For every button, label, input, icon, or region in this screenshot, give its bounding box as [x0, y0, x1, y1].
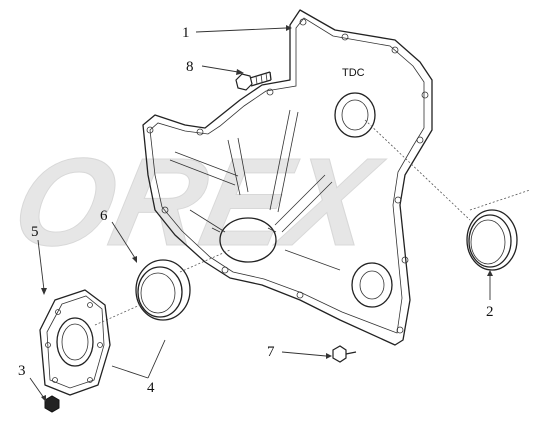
- leader-5-arrow: [41, 288, 47, 295]
- callout-4: 4: [147, 380, 155, 396]
- cover-rib: [174, 151, 239, 177]
- nut-body: [44, 395, 60, 413]
- leader-8-arrow: [236, 69, 244, 75]
- carrier-hole: [52, 377, 58, 383]
- carrier-hole: [97, 342, 103, 348]
- callout-3: 3: [18, 363, 26, 379]
- seal-outer: [135, 259, 191, 321]
- leader-3: [29, 377, 45, 399]
- cover-outer-edge: [142, 9, 433, 346]
- bolt-hole: [221, 266, 229, 274]
- cover-inner-flange: [149, 17, 425, 334]
- bolt-hole: [299, 18, 307, 26]
- cover-rib: [277, 111, 299, 213]
- bolt-shank: [345, 351, 357, 355]
- bolt-hole: [396, 326, 404, 334]
- bolt-hole: [416, 136, 424, 144]
- upper-seal-bore-inner: [341, 99, 369, 131]
- seal-ring-inner: [470, 219, 506, 265]
- leader-1-arrow: [286, 25, 292, 31]
- lower-boss: [351, 262, 393, 308]
- bolt-hole: [196, 128, 204, 136]
- leader-1: [195, 27, 287, 33]
- lower-boss-inner: [359, 270, 385, 300]
- assembly-line: [179, 249, 231, 273]
- leader-7: [281, 351, 327, 357]
- crankshaft-opening: [219, 217, 277, 263]
- tdc-label: TDC: [342, 67, 365, 79]
- leader-4: [111, 339, 166, 379]
- seal-carrier: [39, 289, 111, 396]
- bolt-head: [332, 345, 347, 363]
- leader-5: [37, 239, 45, 291]
- cover-rib: [274, 174, 326, 226]
- leader-6-arrow: [132, 256, 137, 263]
- carrier-hole: [55, 309, 61, 315]
- bolt-hole: [266, 88, 274, 96]
- seal-mid: [137, 266, 183, 318]
- carrier-face: [46, 295, 105, 389]
- gear-cover: TDC: [142, 9, 433, 346]
- bolt-hole: [394, 196, 402, 204]
- dowel-pin: [211, 227, 221, 233]
- assembly-line: [469, 189, 531, 211]
- seal-inner: [140, 272, 176, 314]
- upper-seal-bore: [334, 92, 376, 138]
- leader-3-arrow: [41, 395, 46, 402]
- seal-ring-right: [364, 119, 531, 271]
- bolt-hole: [391, 46, 399, 54]
- bolt-thread: [255, 75, 258, 85]
- callout-6: 6: [100, 208, 108, 224]
- nut: [44, 395, 60, 413]
- bolt-upper: [235, 71, 272, 91]
- callout-7: 7: [267, 344, 275, 360]
- callout-2: 2: [486, 304, 494, 320]
- dowel-pin: [267, 227, 277, 233]
- leader-8: [201, 65, 239, 73]
- carrier-bore: [56, 317, 94, 367]
- cover-rib: [281, 181, 333, 233]
- watermark: OREX: [2, 132, 393, 272]
- leader-2-arrow: [487, 270, 493, 276]
- bolt-head: [235, 73, 253, 91]
- cover-bolt-holes: [146, 18, 429, 334]
- bolt-hole: [146, 126, 154, 134]
- carrier-hole: [45, 342, 51, 348]
- leader-lines: [29, 25, 493, 402]
- crankshaft-seal: [94, 249, 231, 326]
- cover-rib: [284, 249, 341, 271]
- cover-rib: [227, 139, 241, 196]
- seal-ring-mid: [468, 214, 512, 268]
- carrier-body: [39, 289, 111, 396]
- bolt-hole: [421, 91, 429, 99]
- bolt-thread: [260, 73, 263, 83]
- carrier-bore-inner: [61, 323, 89, 361]
- cover-rib: [269, 109, 291, 211]
- cover-rib: [189, 209, 226, 233]
- bolt-thread: [265, 72, 268, 82]
- bolt-hole: [341, 33, 349, 41]
- leader-7-arrow: [326, 353, 332, 359]
- watermark-text: OREX: [2, 132, 392, 271]
- carrier-hole: [87, 377, 93, 383]
- bolt-lower: [332, 345, 357, 363]
- bolt-hole: [296, 291, 304, 299]
- assembly-line: [364, 119, 471, 221]
- seal-ring-outer: [466, 209, 518, 271]
- callout-5: 5: [31, 224, 39, 240]
- bolt-hole: [161, 206, 169, 214]
- bolt-shank: [249, 71, 272, 87]
- carrier-hole: [87, 302, 93, 308]
- assembly-line: [94, 304, 141, 326]
- callout-labels: 1 2 3 4 5 6 7 8: [18, 25, 494, 396]
- leader-6: [111, 221, 136, 259]
- cover-rib: [237, 137, 249, 193]
- callout-8: 8: [186, 59, 194, 75]
- bolt-hole: [401, 256, 409, 264]
- callout-1: 1: [182, 25, 190, 41]
- cover-rib: [169, 159, 236, 186]
